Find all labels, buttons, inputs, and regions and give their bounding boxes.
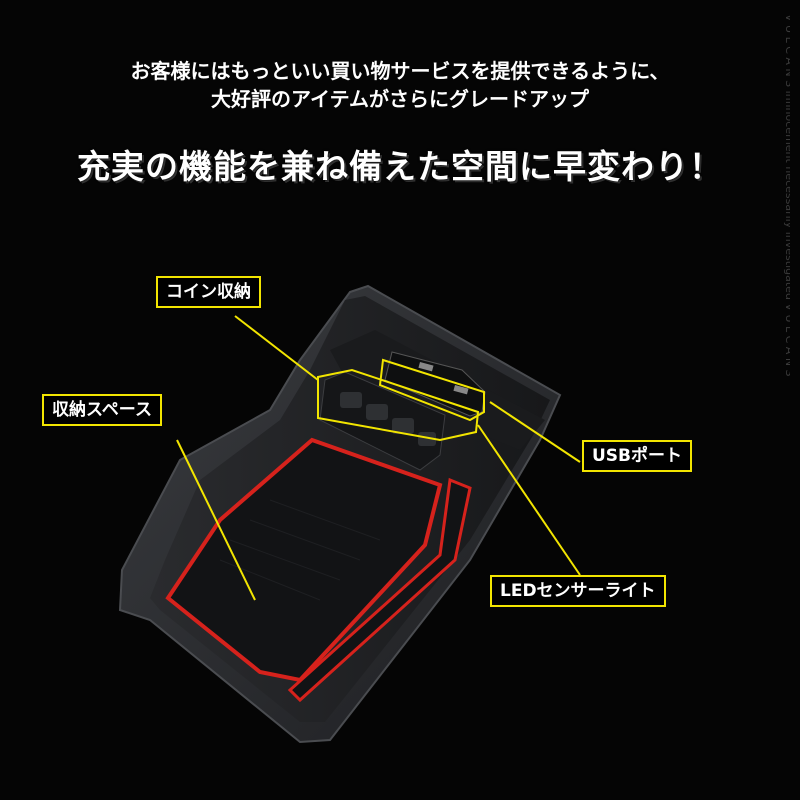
usb-highlight-box [378, 358, 485, 422]
storage-pointer [176, 439, 256, 601]
headline-line-2: 大好評のアイテムがさらにグレードアップ [211, 87, 589, 111]
led-pointer [477, 424, 581, 576]
coin-storage-callout: コイン収納 [156, 276, 261, 308]
tagline: 充実の機能を兼ね備えた空間に早変わり！ [77, 147, 723, 186]
headline-line-1: お客様にはもっといい買い物サービスを提供できるように、 [130, 59, 670, 83]
coin-highlight-box [317, 368, 480, 442]
usb-pointer [489, 401, 581, 463]
led-sensor-light-callout: LEDセンサーライト [490, 575, 666, 607]
brand-watermark: V U L C A N S infinocement necessarily i… [774, 14, 796, 794]
watermark-text: V U L C A N S infinocement necessarily i… [783, 14, 790, 377]
usb-port-callout: USBポート [582, 440, 693, 472]
coin-pointer [234, 315, 319, 381]
storage-space-callout: 収納スペース [42, 394, 162, 426]
